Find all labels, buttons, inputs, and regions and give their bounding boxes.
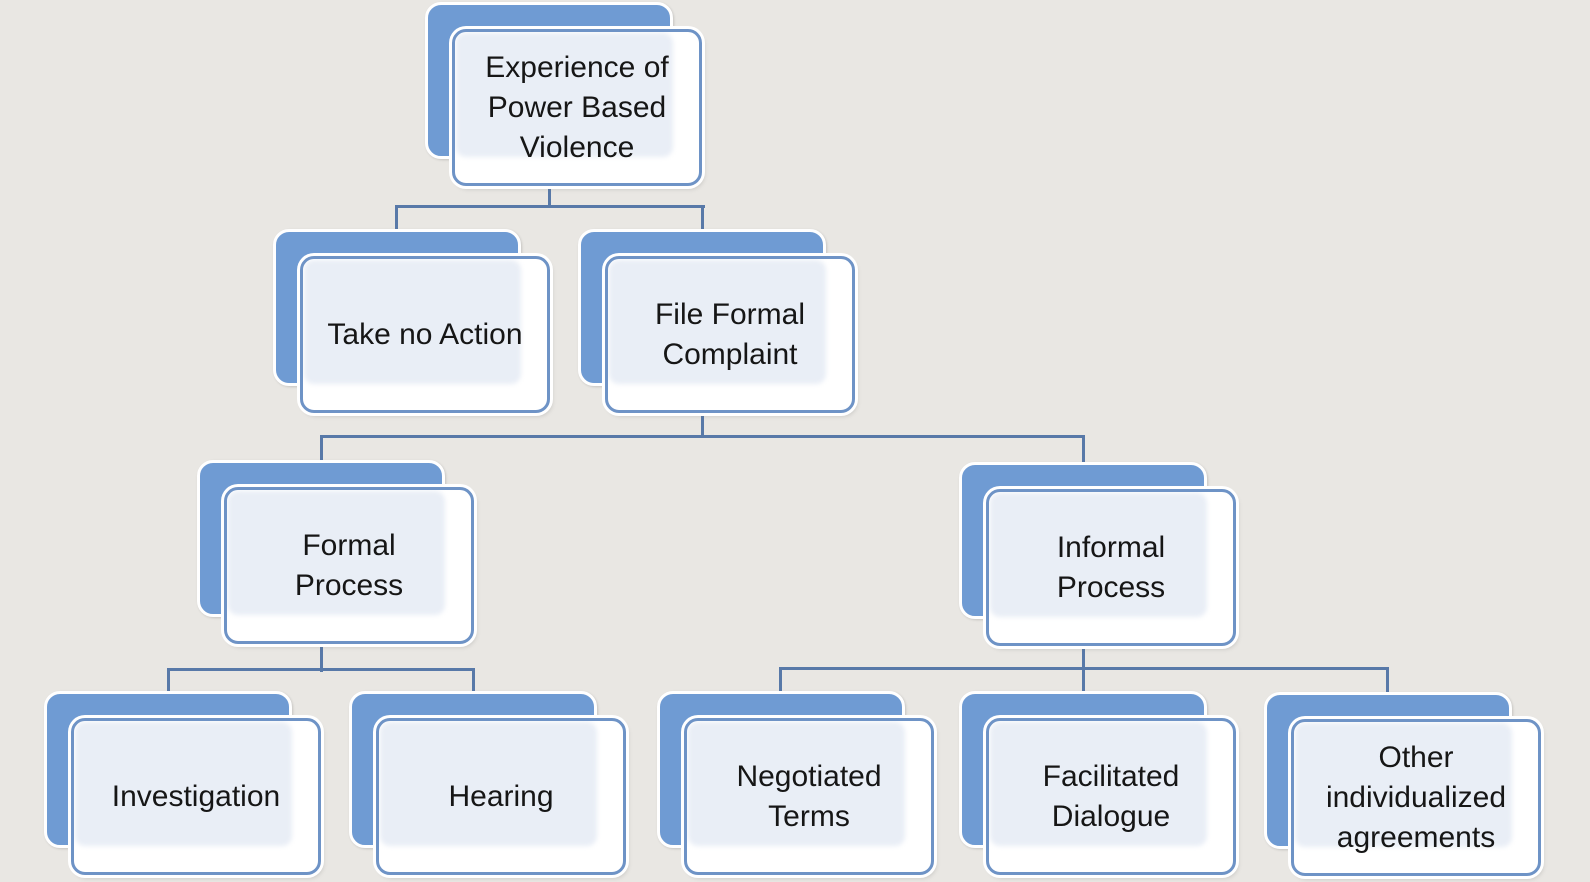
node-card: Experience of Power Based Violence [452,29,702,186]
connector-drop-informal-process [1082,435,1085,467]
connector-file-formal-stem [701,400,704,438]
node-card: File Formal Complaint [605,256,855,413]
node-experience-of-power-based-violence[interactable]: Experience of Power Based Violence [425,2,702,186]
node-label: Investigation [111,779,281,813]
node-label: Other individualized agreements [1325,740,1507,854]
node-take-no-action[interactable]: Take no Action [273,229,550,413]
node-label: File Formal Complaint [654,297,805,371]
connector-informal-children-bar [779,667,1389,670]
node-card: Facilitated Dialogue [986,718,1236,875]
connector-drop-file-formal-complaint [701,205,704,235]
node-file-formal-complaint[interactable]: File Formal Complaint [578,229,855,413]
node-other-individualized-agreements[interactable]: Other individualized agreements [1264,692,1541,876]
node-card: Informal Process [986,489,1236,646]
node-hearing[interactable]: Hearing [349,691,626,875]
connector-drop-investigation [167,668,170,696]
node-card: Investigation [71,718,321,875]
node-label: Facilitated Dialogue [1042,759,1180,833]
node-label: Take no Action [327,317,523,351]
node-label: Negotiated Terms [736,759,882,833]
connector-drop-other-agreements [1386,667,1389,695]
node-card: Formal Process [224,487,474,644]
connector-drop-take-no-action [395,205,398,235]
node-label: Experience of Power Based Violence [485,50,669,164]
node-formal-process[interactable]: Formal Process [197,460,474,644]
node-facilitated-dialogue[interactable]: Facilitated Dialogue [959,691,1236,875]
connector-drop-hearing [472,668,475,696]
connector-root-stem [548,170,551,208]
node-label: Informal Process [1056,530,1166,604]
node-investigation[interactable]: Investigation [44,691,321,875]
connector-level3-bar [320,435,1085,438]
node-negotiated-terms[interactable]: Negotiated Terms [657,691,934,875]
node-card: Hearing [376,718,626,875]
node-informal-process[interactable]: Informal Process [959,462,1236,646]
connector-drop-formal-process [320,435,323,465]
node-card: Negotiated Terms [684,718,934,875]
node-label: Hearing [448,779,554,813]
connector-informal-stem [1082,630,1085,695]
connector-formal-children-bar [167,668,475,671]
connector-formal-stem [320,630,323,672]
connector-level2-bar [395,205,705,208]
node-card: Other individualized agreements [1291,719,1541,876]
connector-drop-negotiated-terms [779,667,782,695]
node-label: Formal Process [294,528,404,602]
node-card: Take no Action [300,256,550,413]
